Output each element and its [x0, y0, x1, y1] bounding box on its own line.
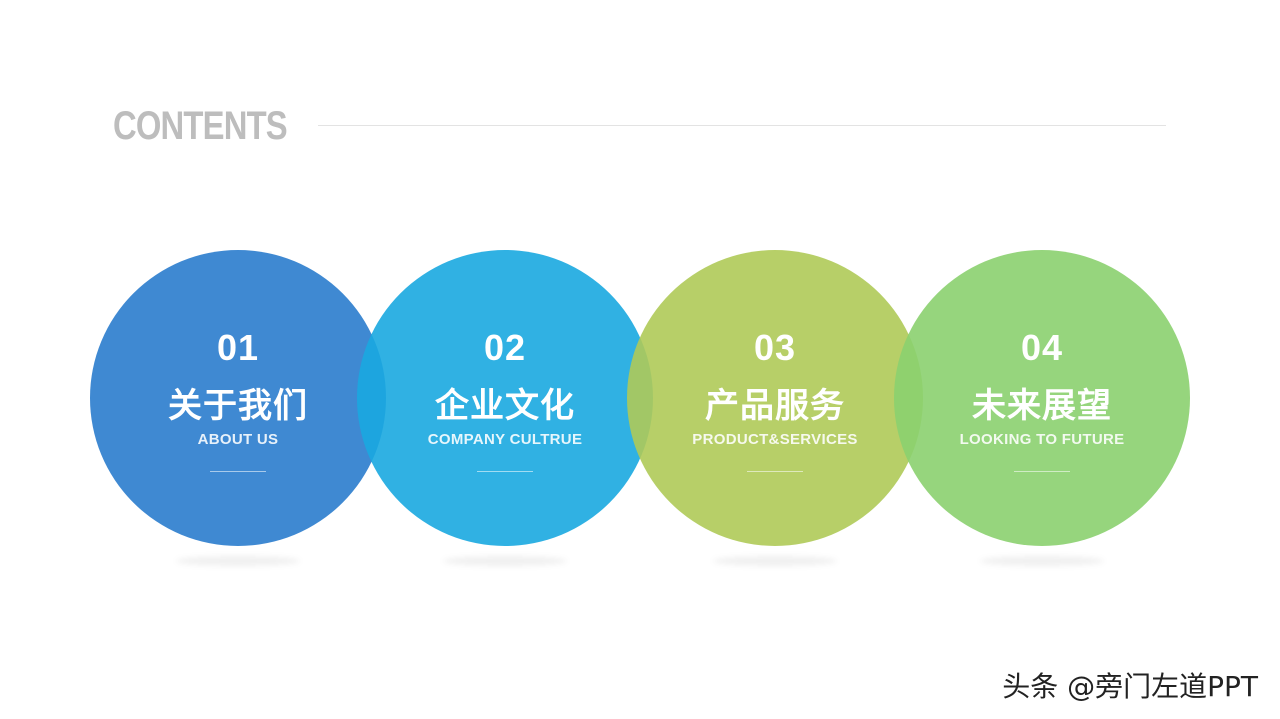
item-number: 02	[483, 327, 527, 368]
item-title-en: ABOUT US	[197, 431, 279, 448]
item-divider	[1014, 471, 1070, 472]
circle-shadow	[713, 556, 837, 566]
item-divider	[210, 471, 266, 472]
circle-looking-to-future[interactable]	[894, 250, 1190, 546]
item-number: 03	[753, 327, 797, 368]
circle-company-culture[interactable]	[357, 250, 653, 546]
circle-shadow	[980, 556, 1104, 566]
circle-shadow	[176, 556, 300, 566]
item-divider	[747, 471, 803, 472]
circle-about-us[interactable]	[90, 250, 386, 546]
contents-item-1: 01 关于我们 ABOUT US	[90, 250, 386, 546]
item-title-cn: 关于我们	[168, 386, 308, 426]
contents-item-4: 04 未来展望 LOOKING TO FUTURE	[894, 250, 1190, 546]
item-title-cn: 企业文化	[435, 386, 575, 426]
item-title-en: COMPANY CULTRUE	[427, 431, 583, 448]
circle-product-services[interactable]	[627, 250, 923, 546]
contents-item-2: 02 企业文化 COMPANY CULTRUE	[357, 250, 653, 546]
item-divider	[477, 471, 533, 472]
item-number: 01	[216, 327, 260, 368]
item-title-cn: 产品服务	[705, 386, 845, 426]
item-title-en: PRODUCT&SERVICES	[692, 431, 858, 448]
header-divider	[318, 125, 1166, 126]
contents-item-3: 03 产品服务 PRODUCT&SERVICES	[627, 250, 923, 546]
circle-shadow	[443, 556, 567, 566]
item-title-cn: 未来展望	[972, 386, 1112, 426]
item-number: 04	[1020, 327, 1064, 368]
page-title: CONTENTS	[113, 104, 288, 148]
watermark-text: 头条 @旁门左道PPT	[1002, 670, 1258, 703]
item-title-en: LOOKING TO FUTURE	[959, 431, 1125, 448]
